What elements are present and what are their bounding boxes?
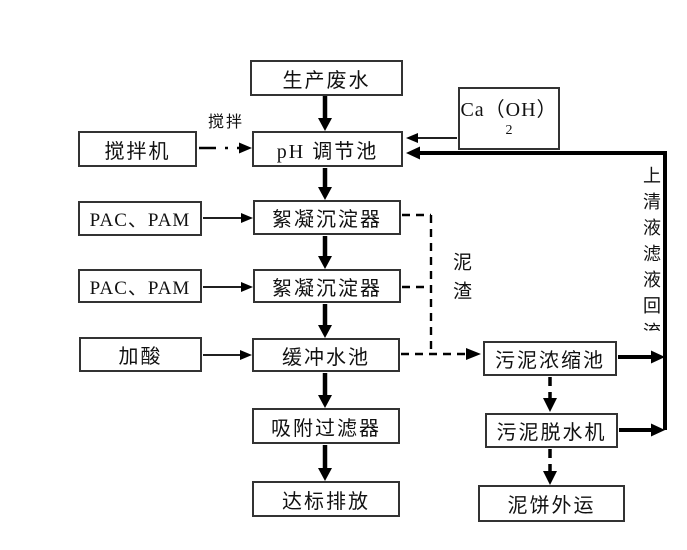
- arrow-acid-to-buffer: [203, 350, 252, 360]
- node-add-acid: 加酸: [79, 337, 202, 372]
- node-mud-cake-transport: 泥饼外运: [478, 485, 625, 522]
- node-ph-adjust-pool: pH 调节池: [252, 131, 403, 167]
- arrow-wastewater-to-ph: [318, 96, 332, 131]
- dashed-arrow-to-thickener: [401, 348, 481, 360]
- caoh-subscript: 2: [505, 122, 513, 138]
- node-sludge-thickener: 污泥浓缩池: [483, 341, 617, 376]
- node-flocculation-settler-1: 絮凝沉淀器: [253, 200, 401, 235]
- node-adsorption-filter: 吸附过滤器: [252, 408, 400, 444]
- node-production-wastewater: 生产废水: [250, 60, 403, 96]
- arrow-pacpam2-to-floc2: [203, 282, 253, 292]
- dashed-arrow-thickener-to-dewaterer: [543, 377, 557, 412]
- arrow-floc1-to-floc2: [318, 236, 332, 269]
- node-pac-pam-1: PAC、PAM: [78, 201, 202, 236]
- arrow-ph-to-floc1: [318, 168, 332, 200]
- arrow-dewaterer-to-return: [619, 423, 665, 437]
- arrow-mixer-to-ph-dashdot: [199, 142, 252, 154]
- node-buffer-pool: 缓冲水池: [252, 338, 400, 372]
- arrow-caoh2-to-ph: [406, 133, 457, 143]
- label-supernatant-return: 上清液滤液回流: [641, 166, 661, 331]
- node-calcium-hydroxide: Ca（OH） 2: [458, 87, 560, 150]
- arrow-floc2-to-buffer: [318, 304, 332, 338]
- arrow-buffer-to-filter: [318, 373, 332, 408]
- node-standard-discharge: 达标排放: [252, 481, 400, 517]
- node-mixer: 搅拌机: [78, 131, 197, 167]
- node-pac-pam-2: PAC、PAM: [78, 269, 202, 303]
- arrow-pacpam1-to-floc1: [203, 213, 253, 223]
- arrow-thickener-to-return: [618, 350, 665, 364]
- node-sludge-dewaterer: 污泥脱水机: [485, 413, 618, 448]
- arrow-filter-to-discharge: [318, 445, 332, 481]
- label-sludge-residue: 泥渣: [450, 252, 471, 310]
- node-flocculation-settler-2: 絮凝沉淀器: [253, 269, 401, 303]
- label-stirring: 搅拌: [207, 114, 244, 131]
- caoh-formula: Ca（OH）: [460, 98, 558, 121]
- return-arrow-to-ph: [406, 146, 667, 160]
- dashed-arrow-dewaterer-to-mudcake: [543, 449, 557, 485]
